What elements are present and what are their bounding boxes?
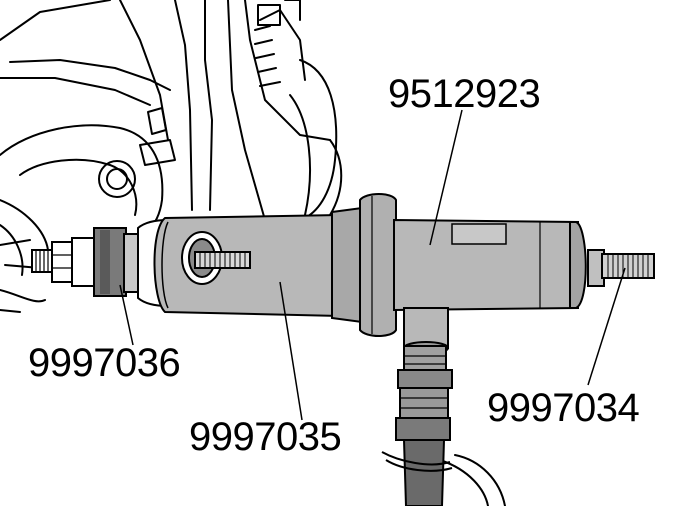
part-label-adapter-sleeve: 9997036	[28, 341, 181, 385]
suspension-background	[0, 0, 506, 507]
part-label-puller-tool: 9512923	[388, 72, 541, 116]
adapter-sleeve-assembly	[31, 227, 139, 297]
hydraulic-hose	[381, 345, 453, 507]
part-label-threaded-rod: 9997034	[487, 386, 640, 430]
leader-lines	[119, 109, 626, 421]
press-cylinder-body	[153, 213, 341, 318]
part-label-press-cylinder: 9997035	[189, 415, 342, 459]
leader-puller	[429, 109, 463, 246]
leader-cylinder	[279, 281, 303, 421]
leader-rod	[587, 267, 626, 386]
threaded-rod-assembly	[587, 249, 655, 287]
puller-tool	[331, 193, 587, 355]
leader-adapter	[119, 284, 134, 346]
